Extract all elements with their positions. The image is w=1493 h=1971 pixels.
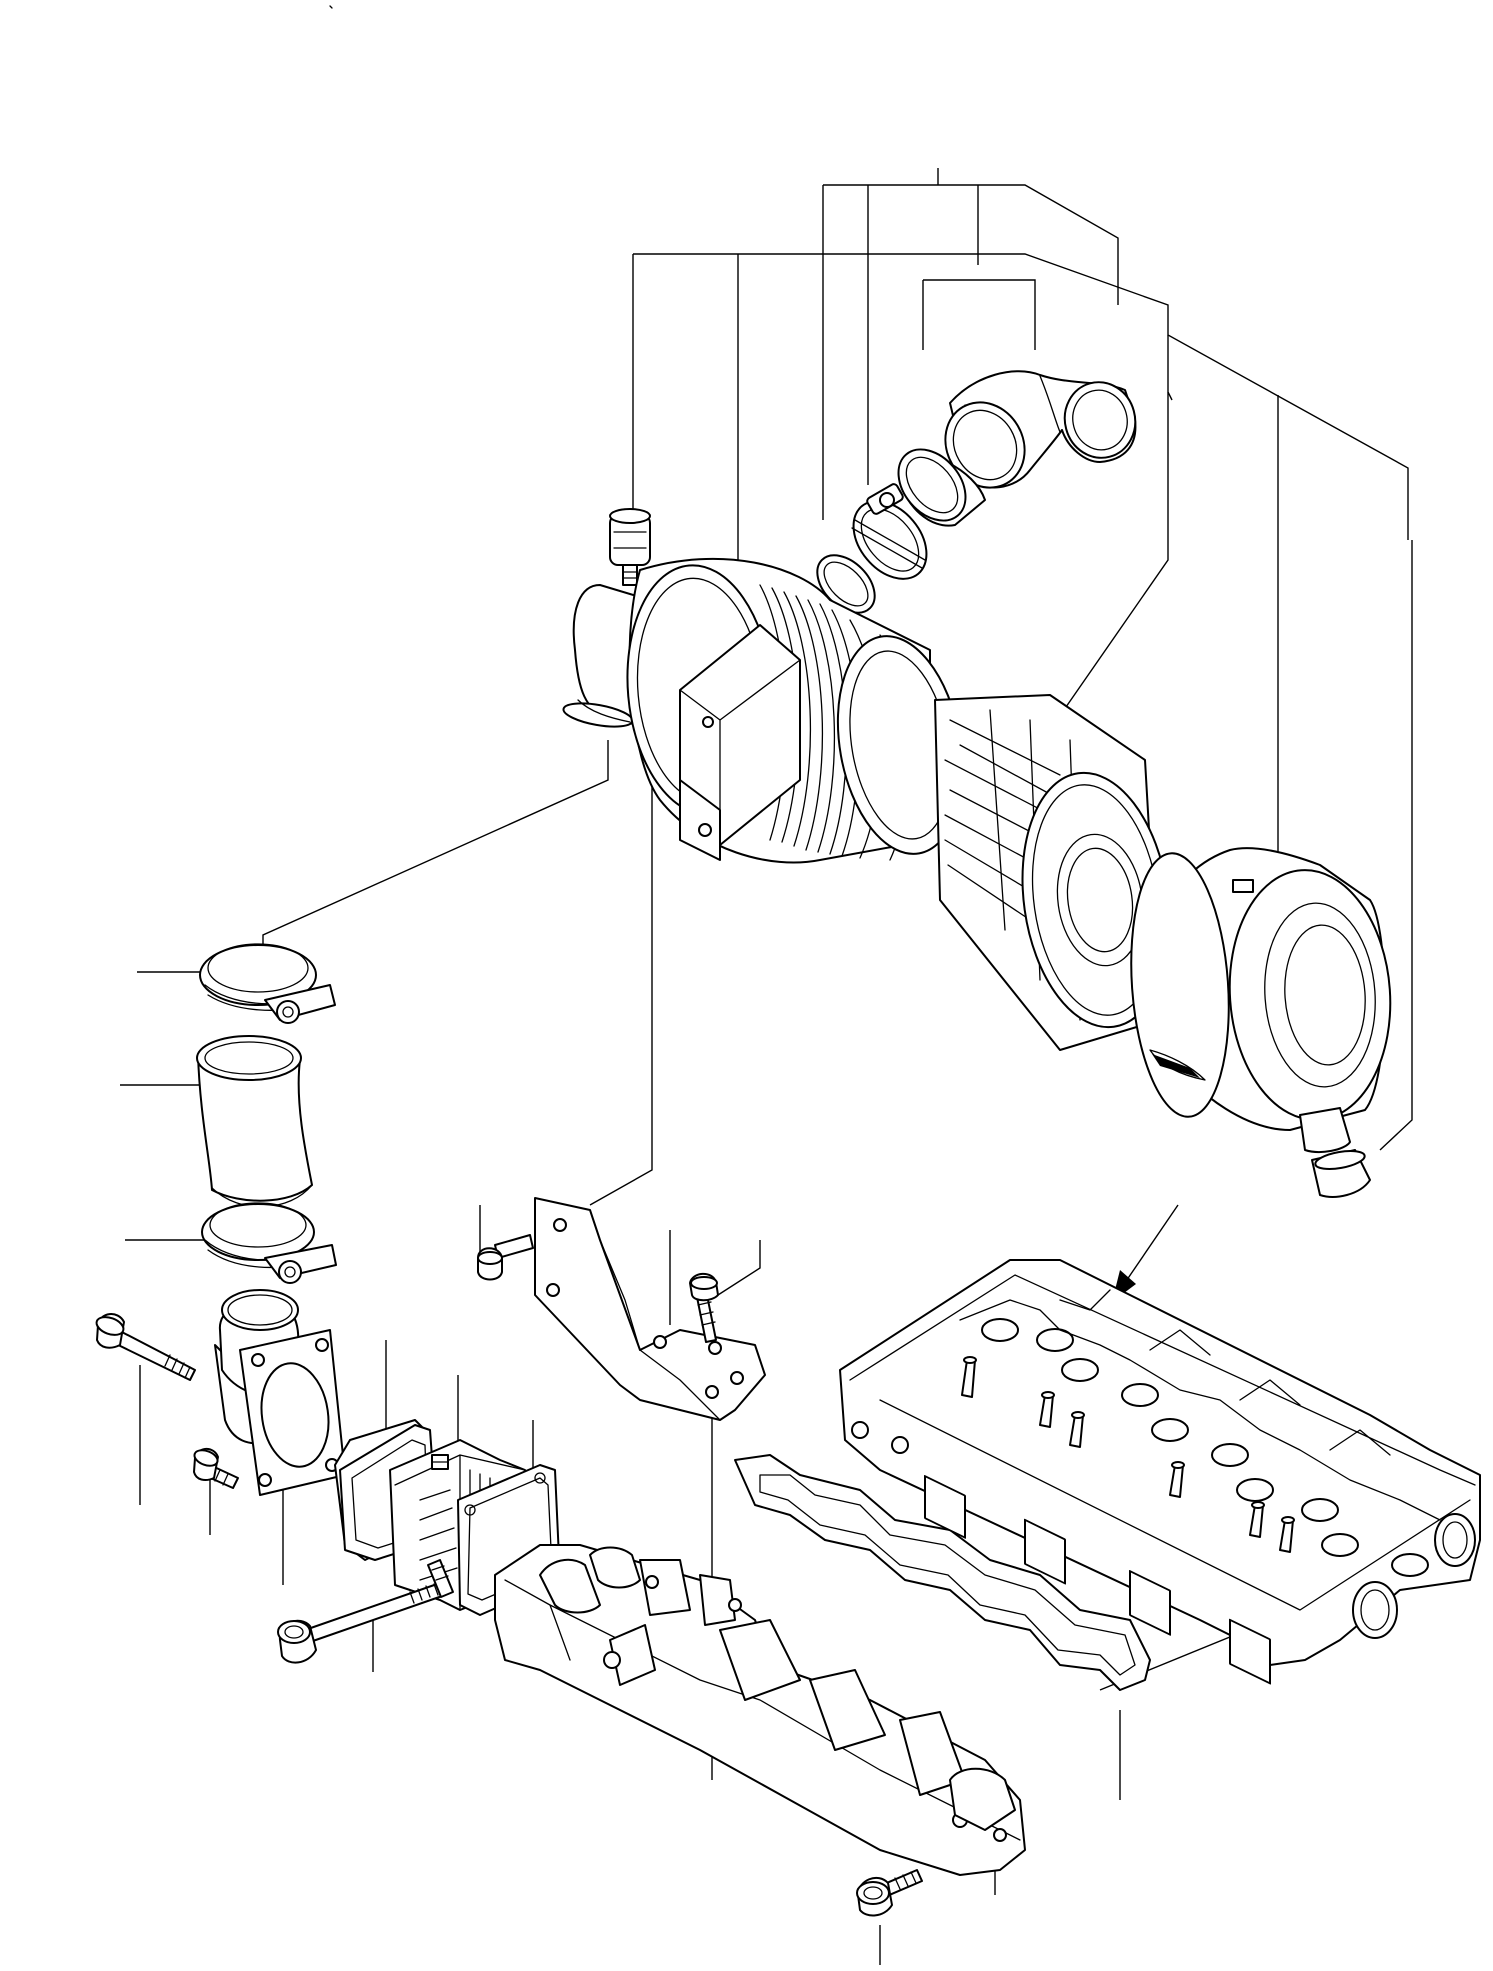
hose-clamp-lower: [201, 1202, 337, 1284]
connecting-hose: [196, 1035, 313, 1208]
mounting-bracket: [534, 1197, 766, 1421]
hose-clamp: [199, 943, 336, 1024]
cylinder-head-studs: [961, 1356, 1295, 1553]
air-cleaner-body: [562, 557, 964, 864]
long-bolt: [95, 1313, 196, 1381]
manifold-bolt: [277, 1559, 454, 1664]
bracket-bolt: [477, 1234, 534, 1281]
manifold-gasket: [734, 1454, 1151, 1691]
hose-clamp-upper: [851, 483, 928, 580]
hose-sleeve: [897, 448, 986, 527]
dust-indicator: [609, 508, 651, 586]
outer-cover: [1130, 847, 1392, 1131]
manifold-mount-bolt: [856, 1869, 923, 1917]
bracket-bolt-2: [689, 1272, 719, 1343]
short-bolt: [193, 1447, 239, 1489]
dust-valve: [1299, 1107, 1371, 1198]
intake-manifold: [494, 1544, 1026, 1876]
scan-mark: [329, 5, 333, 9]
inlet-pipe-flange: [214, 1289, 346, 1496]
elbow-hose: [944, 370, 1137, 489]
cylinder-head: [839, 1259, 1481, 1685]
